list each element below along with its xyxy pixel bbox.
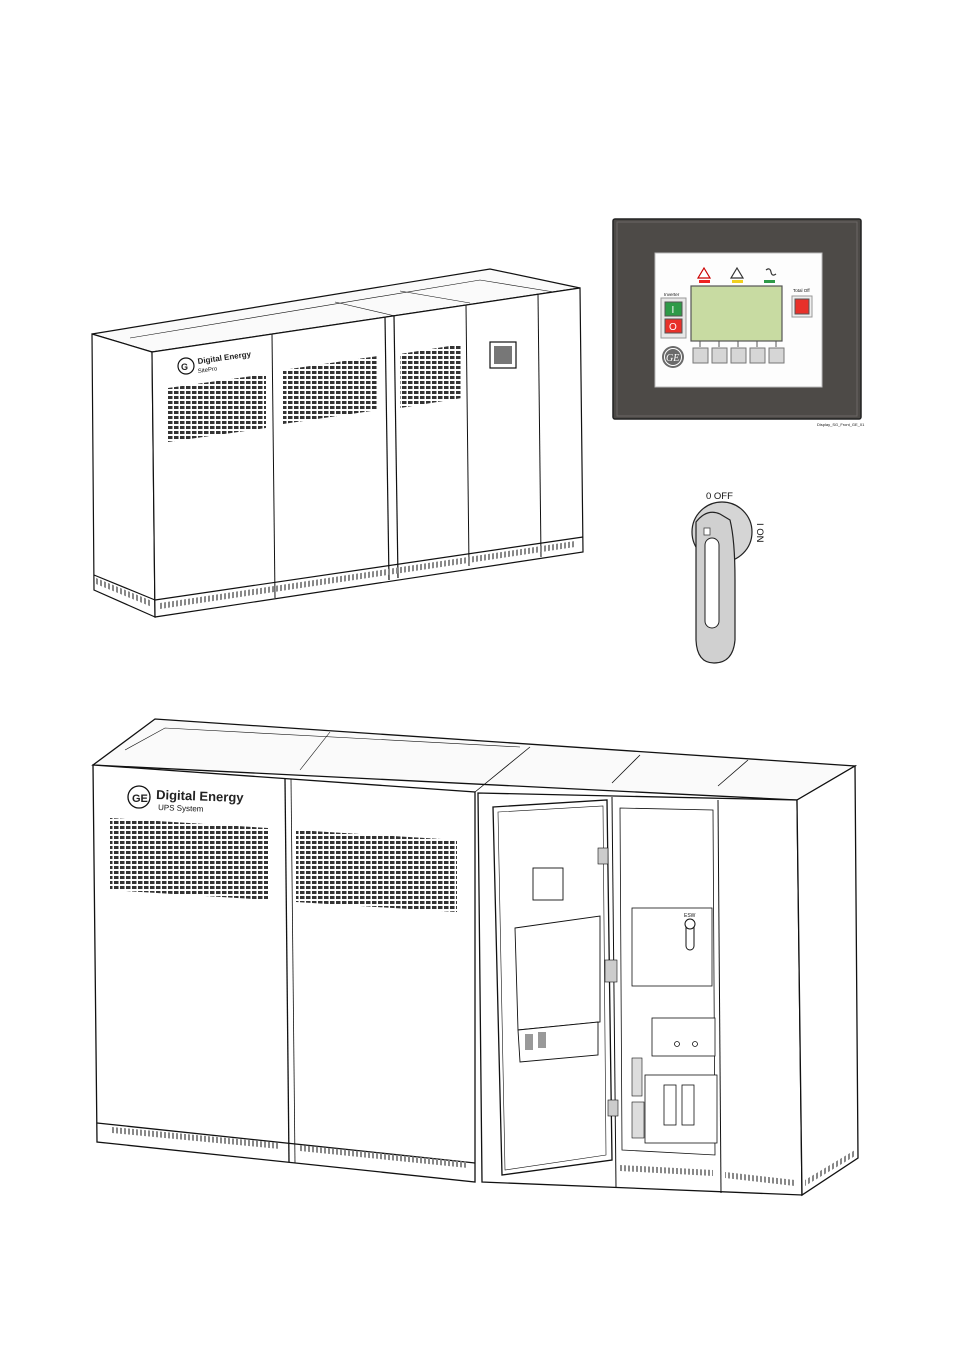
switch-on-label: I ON bbox=[754, 523, 765, 543]
inverter-on-button[interactable]: I bbox=[665, 302, 682, 316]
ups-cabinet-small: G bbox=[92, 269, 583, 617]
rotary-switch: 0 OFF I ON bbox=[692, 491, 765, 663]
ups-large-subbrand: UPS System bbox=[158, 803, 204, 814]
svg-text:G: G bbox=[181, 362, 188, 372]
ups-large-switch-tag: ESW bbox=[684, 913, 696, 919]
soft-key-5[interactable] bbox=[769, 348, 784, 363]
inverter-off-symbol: O bbox=[669, 322, 677, 333]
switch-off-label: 0 OFF bbox=[706, 491, 733, 502]
inverter-label: Inverter bbox=[664, 292, 680, 297]
total-off-button[interactable] bbox=[792, 296, 812, 317]
soft-key-2[interactable] bbox=[712, 348, 727, 363]
inverter-off-button[interactable]: O bbox=[665, 319, 682, 333]
inverter-on-symbol: I bbox=[672, 305, 675, 316]
ups-large-brand: Digital Energy bbox=[156, 787, 245, 805]
soft-key-3[interactable] bbox=[731, 348, 746, 363]
soft-key-1[interactable] bbox=[693, 348, 708, 363]
total-off-label: Total Off bbox=[793, 288, 810, 293]
soft-key-4[interactable] bbox=[750, 348, 765, 363]
ge-logo-icon: GE bbox=[662, 346, 684, 368]
control-panel: Inverter I O GE Total Off bbox=[613, 219, 861, 419]
svg-text:GE: GE bbox=[666, 353, 679, 364]
svg-text:GE: GE bbox=[132, 793, 148, 805]
lcd-display bbox=[691, 286, 782, 341]
panel-caption: Display_SG_Front_GE_01 bbox=[817, 422, 865, 427]
